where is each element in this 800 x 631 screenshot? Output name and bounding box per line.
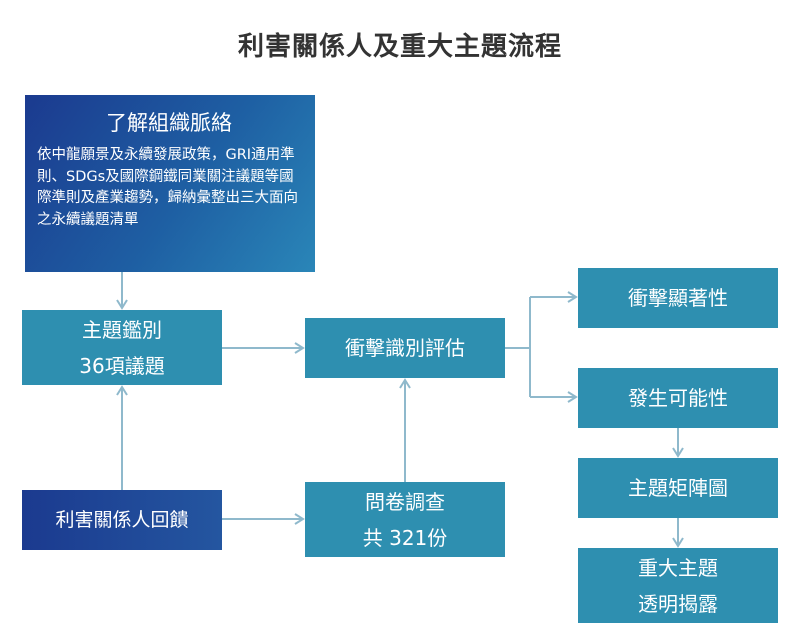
context-box: 了解組織脈絡 依中龍願景及永續發展政策，GRI通用準則、SDGs及國際鋼鐵同業關… <box>25 95 315 272</box>
context-description: 依中龍願景及永續發展政策，GRI通用準則、SDGs及國際鋼鐵同業關注議題等國際準… <box>37 147 298 228</box>
page-title: 利害關係人及重大主題流程 <box>237 32 562 62</box>
likelihood-box: 發生可能性 <box>578 368 778 428</box>
material-topic-disclosure-box: 重大主題 透明揭露 <box>578 548 778 623</box>
stakeholder-label: 利害關係人回饋 <box>55 509 189 531</box>
stakeholder-feedback-box: 利害關係人回饋 <box>22 490 222 550</box>
probability-label: 發生可能性 <box>628 386 728 410</box>
impact-assessment-box: 衝擊識別評估 <box>305 318 505 378</box>
topic-identification-box: 主題鑑別 36項議題 <box>22 310 222 385</box>
disclosure-title: 重大主題 <box>638 555 718 580</box>
topic-matrix-box: 主題矩陣圖 <box>578 458 778 518</box>
impact-label: 衝擊識別評估 <box>345 336 465 360</box>
topic-count: 36項議題 <box>79 353 165 378</box>
survey-title: 問卷調查 <box>365 489 445 514</box>
survey-box: 問卷調查 共 321份 <box>305 482 505 557</box>
topic-title: 主題鑑別 <box>82 317 162 342</box>
impact-significance-box: 衝擊顯著性 <box>578 268 778 328</box>
context-title: 了解組織脈絡 <box>106 111 232 135</box>
survey-count: 共 321份 <box>362 525 448 550</box>
matrix-label: 主題矩陣圖 <box>628 476 728 500</box>
disclosure-subtitle: 透明揭露 <box>638 591 718 616</box>
significance-label: 衝擊顯著性 <box>628 286 728 310</box>
